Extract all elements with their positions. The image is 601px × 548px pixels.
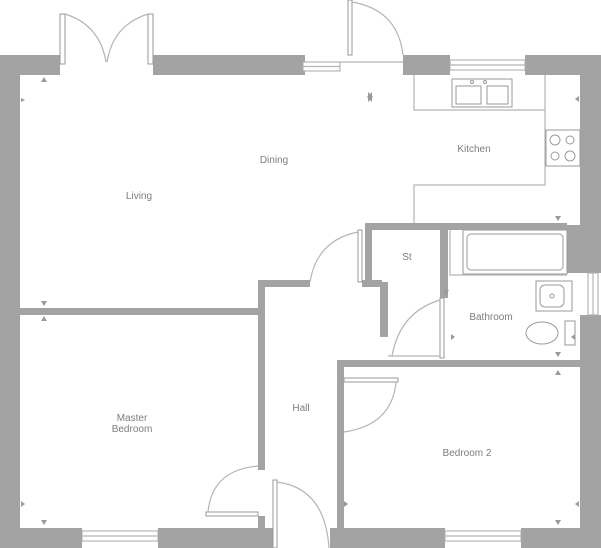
dining-label: Dining	[260, 155, 288, 166]
hob-icon	[545, 129, 581, 167]
outer-walls	[0, 55, 601, 548]
windows	[81, 59, 599, 542]
interior-walls	[20, 223, 580, 528]
store-label: St	[402, 252, 412, 263]
basin-icon	[535, 280, 573, 312]
arrow-icon	[21, 98, 25, 102]
kitchen-fixtures	[413, 75, 581, 223]
toilet-icon	[525, 320, 576, 346]
hall-label: Hall	[292, 403, 309, 414]
doors	[59, 0, 445, 548]
room-labels: Living Dining Kitchen St Bathroom Master…	[112, 144, 513, 459]
bedroom-2-label: Bedroom 2	[443, 448, 492, 459]
master-bedroom-label-line2: Bedroom	[112, 424, 153, 435]
dimension-arrows	[21, 77, 579, 525]
bathroom-label: Bathroom	[469, 312, 512, 323]
master-bedroom-label-line1: Master	[117, 413, 148, 424]
bathroom-fixtures	[449, 229, 576, 346]
living-label: Living	[126, 191, 152, 202]
kitchen-label: Kitchen	[457, 144, 490, 155]
sink-icon	[451, 78, 513, 108]
bath-icon	[462, 229, 568, 275]
